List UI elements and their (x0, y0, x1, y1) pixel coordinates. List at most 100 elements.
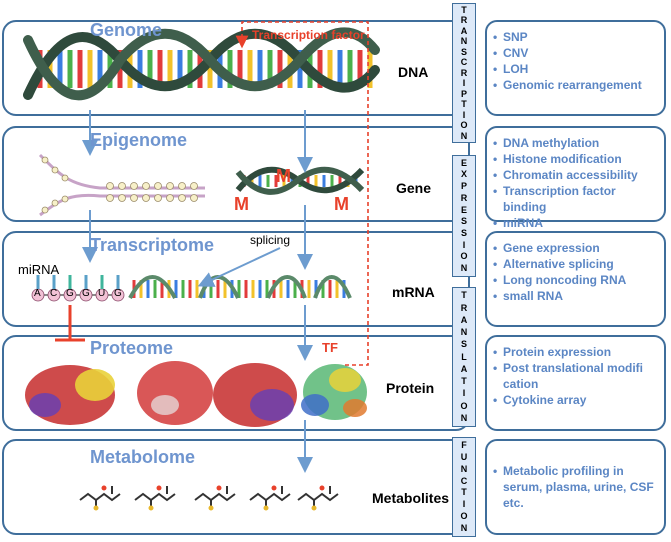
note-item: DNA methylation (493, 135, 658, 151)
stage-letter: P (460, 181, 467, 192)
stage-letter: U (460, 451, 468, 462)
protein-label: Protein (386, 380, 435, 396)
flow-arrows (82, 110, 313, 473)
dna-fork-molecule (38, 153, 205, 217)
note-item: miRNA (493, 215, 658, 231)
stage-letter: O (460, 400, 468, 411)
metabolome-panel (2, 439, 470, 535)
stage-letter: I (462, 78, 466, 88)
stage-letter: N (460, 327, 468, 337)
stage-letter: T (461, 290, 467, 301)
note-item: Long noncoding RNA (493, 272, 658, 288)
stage-letter: T (461, 376, 467, 386)
mirna-inhibition (55, 305, 85, 342)
mirna-base: A (34, 288, 41, 299)
tf-label: TF (322, 340, 338, 355)
stage-letter: E (460, 157, 467, 168)
stage-letter: A (460, 314, 468, 325)
note-item: SNP (493, 29, 658, 45)
stage-letter: R (460, 15, 468, 25)
mirna-base: C (50, 288, 58, 299)
stage-letter: N (460, 263, 468, 274)
stage-letter: P (460, 88, 467, 99)
mirna-base: U (98, 288, 106, 299)
gene-label: Gene (396, 180, 432, 196)
stage-letter: N (460, 412, 468, 423)
protein-structures (25, 361, 367, 427)
stage-letter: L (461, 351, 467, 362)
mirna-bases (31, 275, 125, 302)
note-item: small RNA (493, 288, 658, 304)
stage-letter: R (460, 67, 468, 78)
stage-letter: T (461, 487, 467, 498)
transcriptome-notes: Gene expressionAlternative splicingLong … (485, 231, 666, 327)
dna-label: DNA (398, 64, 429, 80)
note-item: Cytokine array (493, 392, 658, 408)
stage-letter: T (461, 99, 467, 109)
mirna-base: G (82, 288, 90, 299)
note-item: Transcription factor binding (493, 183, 658, 215)
tf-feedback-loop (235, 21, 369, 366)
note-item: Chromatin accessibility (493, 167, 658, 183)
stage-letter: E (460, 204, 467, 215)
stage-letter: I (462, 109, 466, 120)
transcriptome-title: Transcriptome (90, 235, 215, 255)
stage-letter: O (460, 251, 468, 262)
stage-letter: R (460, 192, 468, 203)
stage-letter: I (462, 499, 466, 510)
genome-title: Genome (90, 20, 163, 40)
note-item: Alternative splicing (493, 256, 658, 272)
note-item: Histone modification (493, 151, 658, 167)
proteome-title: Proteome (90, 338, 174, 358)
stage-letter: C (460, 57, 468, 67)
stage-letter: S (460, 228, 467, 239)
stage-letter: N (460, 36, 468, 46)
stage-letter: T (461, 4, 467, 15)
proteome-notes: Protein expressionPost translational mod… (485, 335, 666, 431)
stage-letter: O (460, 120, 468, 130)
epigenome-notes: DNA methylationHistone modificationChrom… (485, 126, 666, 231)
stage-letter: F (461, 439, 467, 450)
genome-notes: SNPCNVLOHGenomic rearrangement (485, 20, 666, 116)
stage-letter: N (460, 463, 468, 474)
metabolites-label: Metabolites (372, 490, 450, 506)
gene-helix (235, 166, 365, 195)
note-item: Gene expression (493, 240, 658, 256)
stage-letter: S (460, 46, 467, 57)
mirna-base: G (114, 288, 122, 299)
mrna-strands (128, 275, 352, 299)
mrna-label: mRNA (392, 284, 435, 300)
mirna-label: miRNA (18, 262, 60, 277)
stage-letter: A (460, 363, 468, 374)
note-item: Metabolic profiling in serum, plasma, ur… (493, 463, 658, 511)
metabolome-notes: Metabolic profiling in serum, plasma, ur… (485, 439, 666, 535)
metabolome-title: Metabolome (90, 447, 196, 467)
stage-letter: R (460, 302, 468, 313)
transcription-factor-label: Transcription factor (252, 28, 365, 42)
stage-letter: N (460, 523, 468, 533)
note-item: Protein expression (493, 344, 658, 360)
epigenome-title: Epigenome (90, 130, 188, 150)
stage-letter: N (460, 130, 468, 141)
dna-helix (23, 27, 380, 101)
note-item: Genomic rearrangement (493, 77, 658, 93)
stage-letter: C (460, 475, 468, 486)
mirna-base: G (66, 288, 74, 299)
stage-letter: I (462, 239, 466, 250)
stage-letter: I (462, 388, 466, 399)
stage-letter: O (460, 511, 468, 522)
methyl-mark-2: M (276, 166, 291, 186)
stage-letter: A (460, 25, 468, 36)
note-item: Post translational modifi cation (493, 360, 658, 392)
methyl-mark-1: M (234, 194, 249, 214)
note-item: CNV (493, 45, 658, 61)
stage-letter: S (460, 216, 467, 227)
transcriptome-panel (2, 231, 470, 327)
stage-letter: S (460, 339, 467, 350)
splicing-label: splicing (250, 233, 291, 247)
note-item: LOH (493, 61, 658, 77)
